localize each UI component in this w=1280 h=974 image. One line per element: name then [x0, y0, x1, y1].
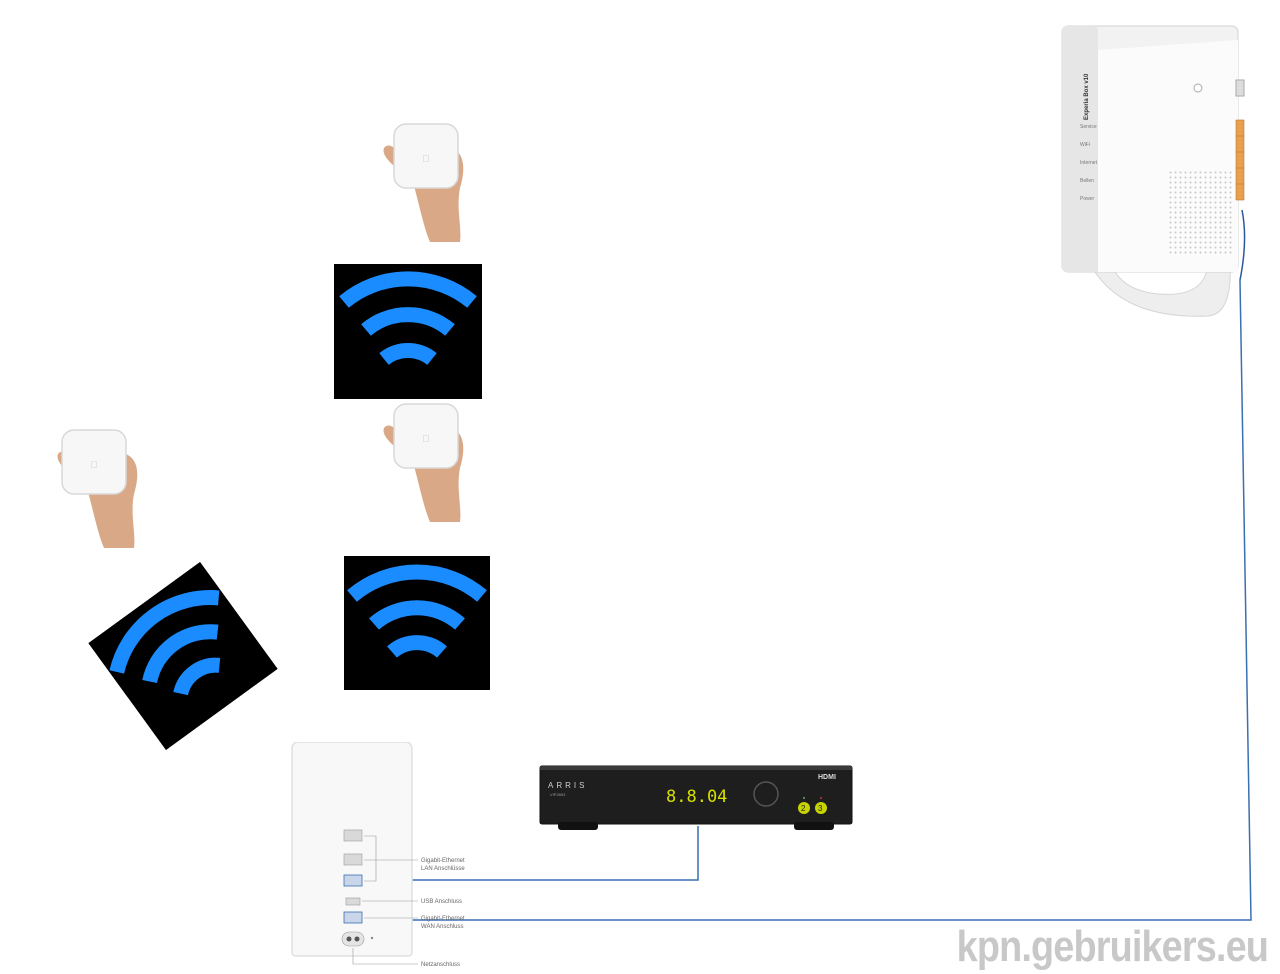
indicator-service: Service — [1080, 124, 1097, 130]
airport-extreme: Gigabit-Ethernet LAN Anschlüsse USB Ansc… — [290, 742, 480, 972]
ethernet-lan-port-2 — [344, 854, 362, 865]
experia-box-modem: Experia Box v10 Service WiFi Internet Be… — [1058, 20, 1252, 320]
apple-logo-icon:  — [422, 154, 430, 165]
port-label-lan-line1: Gigabit-Ethernet — [421, 858, 465, 864]
airport-express-top:  — [372, 118, 472, 242]
modem-vent — [1168, 170, 1234, 256]
ethernet-wan-port — [344, 912, 362, 923]
airport-extreme-body — [292, 742, 412, 956]
settop-brand: ARRIS — [548, 781, 587, 790]
apple-logo-icon:  — [90, 460, 98, 471]
usb-port — [346, 898, 360, 905]
port-label-usb: USB Anschluss — [421, 899, 462, 905]
port-label-wan-line2: WAN Anschluss — [421, 924, 463, 930]
indicator-internet: Internet — [1080, 160, 1098, 166]
indicator-power: Power — [1080, 196, 1095, 202]
settop-model: VIP2853 — [550, 792, 566, 797]
settop-hdmi: HDMI — [818, 774, 836, 781]
indicator-bellen: Bellen — [1080, 178, 1094, 184]
modem-logo-icon — [1194, 84, 1202, 92]
port-label-wan-line1: Gigabit-Ethernet — [421, 916, 465, 922]
watermark: kpn.gebruikers.eu — [957, 922, 1268, 972]
indicator-wifi: WiFi — [1080, 142, 1090, 148]
settop-box: ARRIS VIP2853 8.8.04 HDMI 2 3 — [538, 762, 856, 834]
apple-logo-icon:  — [422, 434, 430, 445]
port-label-lan-line2: LAN Anschlüsse — [421, 866, 465, 872]
port-label-power: Netzanschluss — [421, 962, 460, 968]
settop-display: 8.8.04 — [666, 787, 727, 807]
ethernet-lan-port-3 — [344, 875, 362, 886]
settop-button-2: 2 — [801, 804, 806, 813]
power-port — [342, 932, 364, 946]
airport-express-middle:  — [372, 398, 472, 522]
airport-express-left:  — [46, 424, 146, 548]
wifi-icon — [334, 264, 482, 399]
ethernet-lan-port-1 — [344, 830, 362, 841]
modem-brand: Experia Box v10 — [1084, 73, 1090, 120]
wifi-icon — [344, 556, 490, 690]
settop-button-3: 3 — [818, 804, 823, 813]
